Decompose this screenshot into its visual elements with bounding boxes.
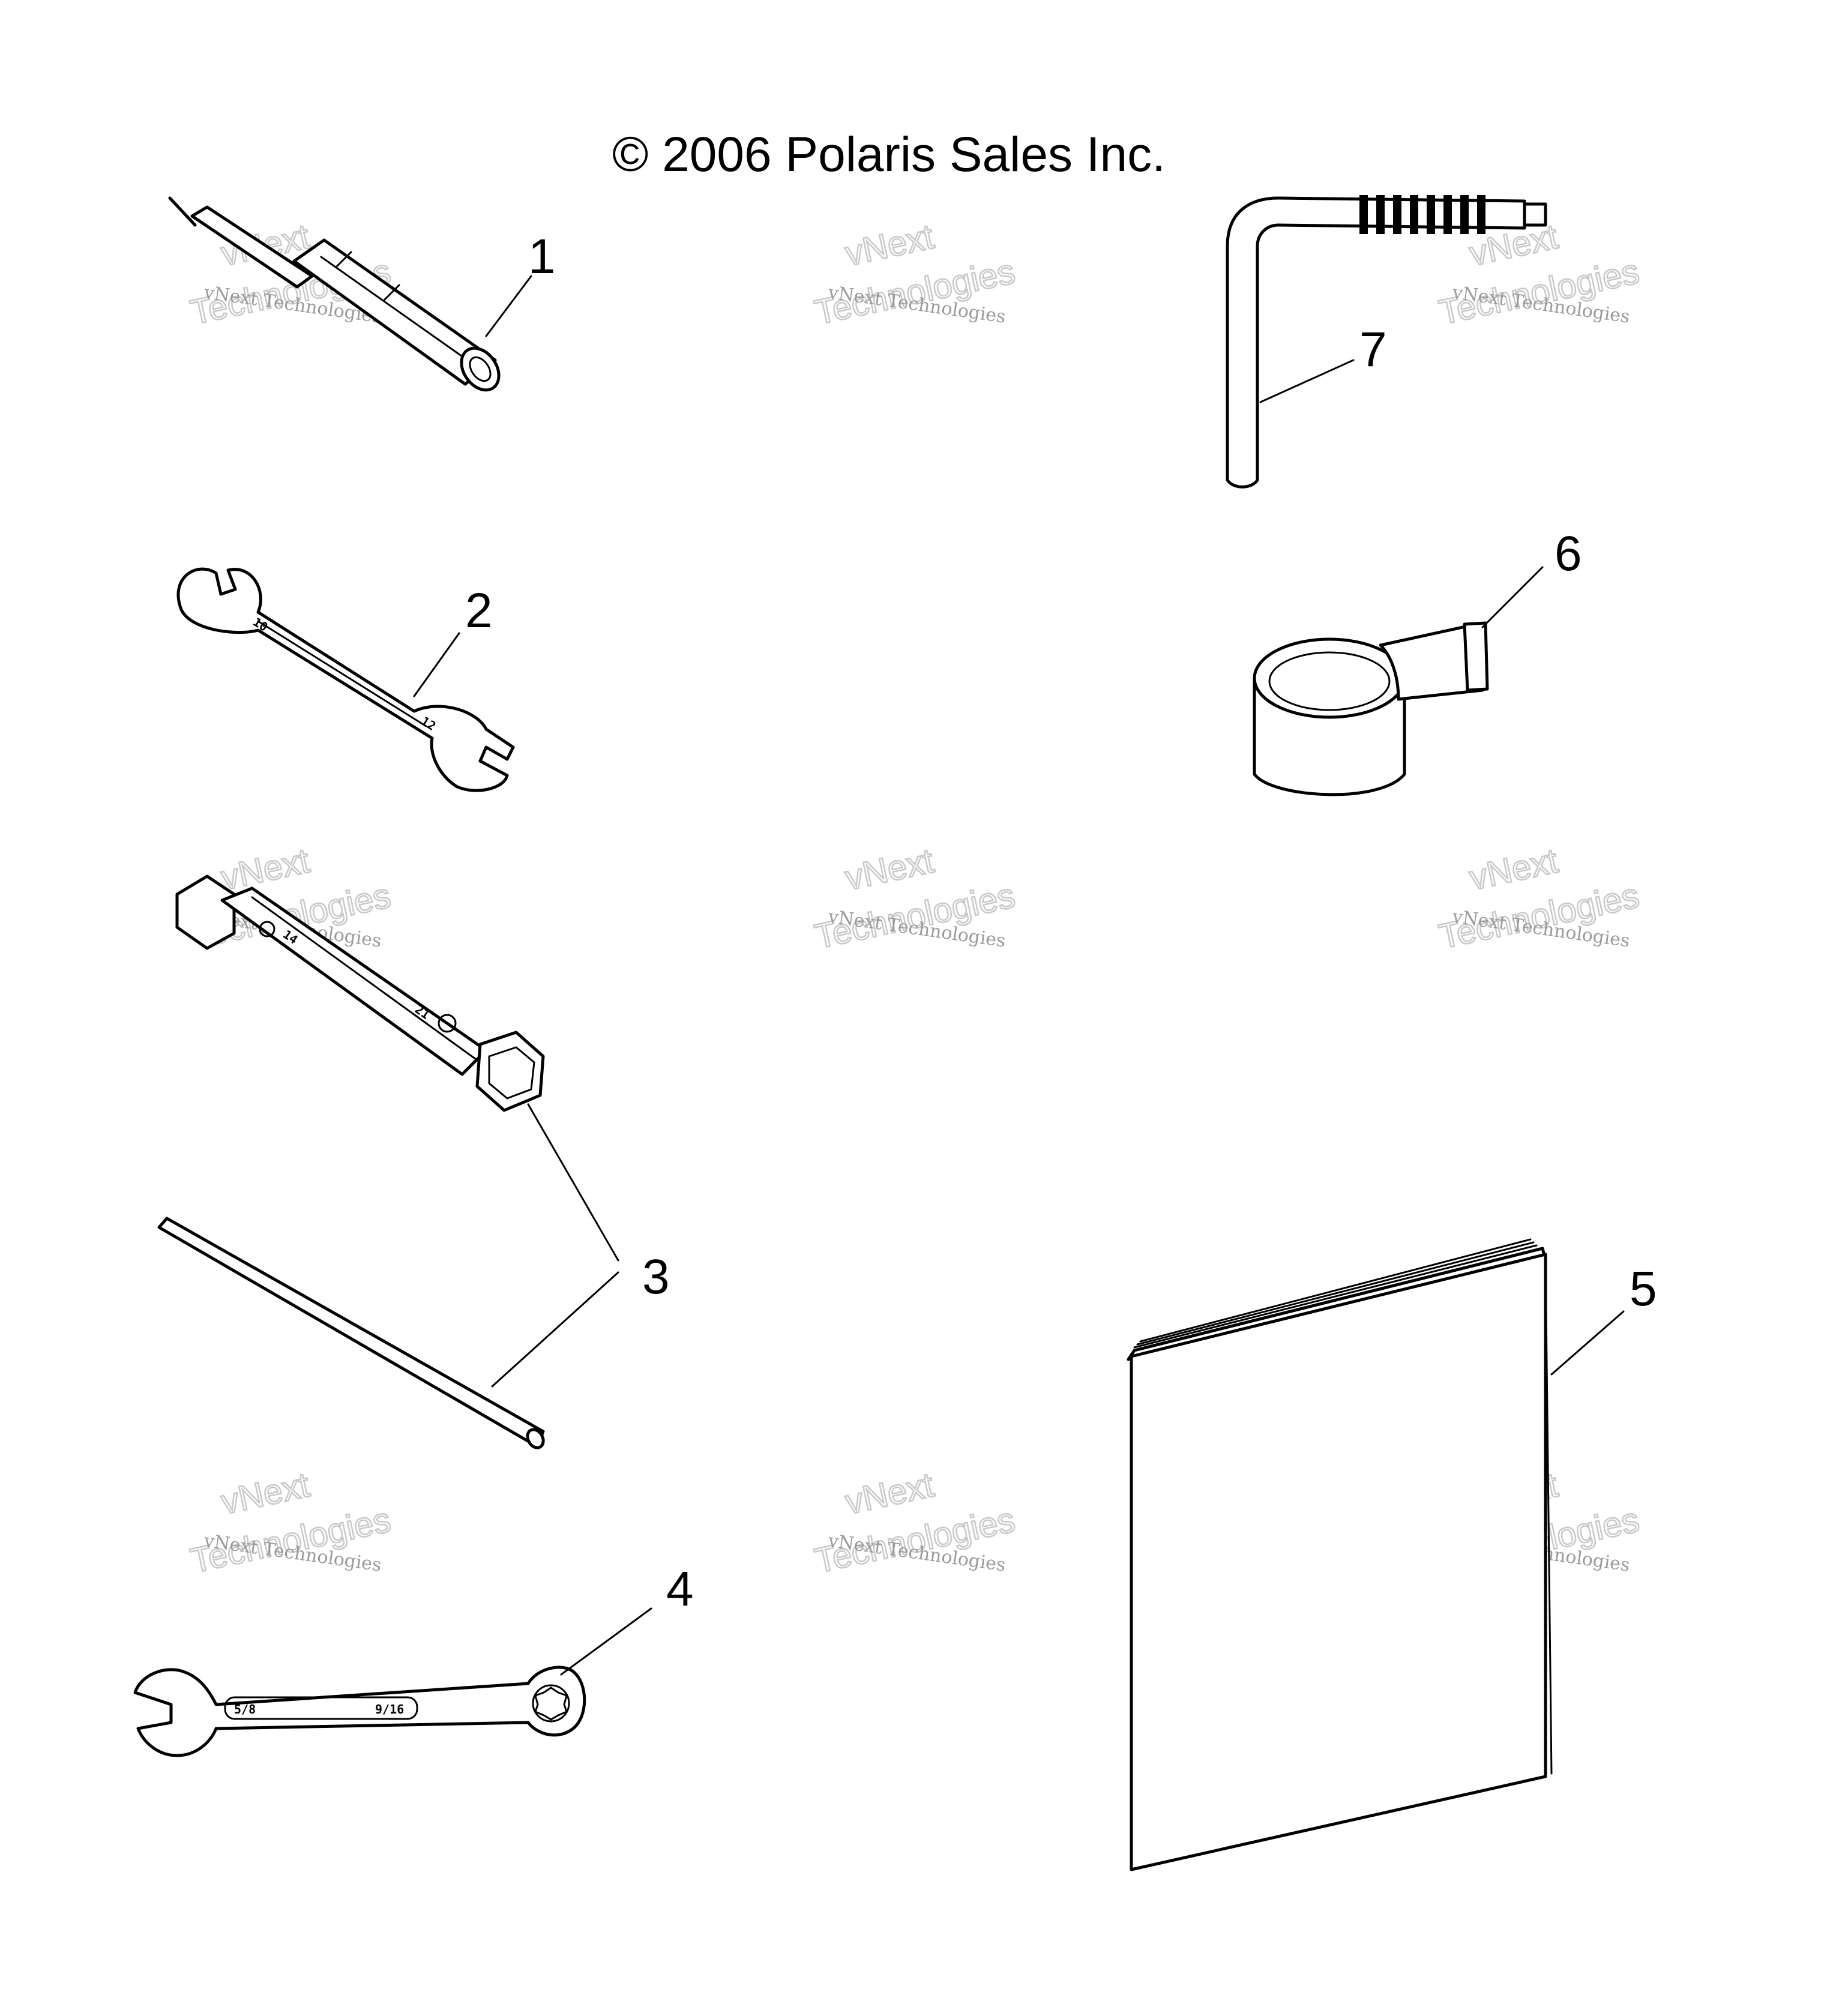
callout-1: 1 (528, 229, 556, 284)
watermark-word-top: vNext (218, 1465, 313, 1521)
callout-4: 4 (666, 1562, 694, 1616)
leader-1 (485, 275, 532, 337)
leader-4 (560, 1607, 652, 1676)
wrench-mark-right: 9/16 (375, 1702, 404, 1717)
combination-wrench-icon: 5/8 9/16 (133, 1665, 586, 1757)
copyright-text: © 2006 Polaris Sales Inc. (612, 127, 1166, 182)
callout-6: 6 (1555, 526, 1582, 581)
callout-7: 7 (1359, 322, 1387, 377)
screwdriver-icon (168, 196, 501, 392)
leader-3a (527, 1103, 619, 1262)
l-shaped-tool-icon (1226, 195, 1547, 489)
callout-5: 5 (1630, 1262, 1657, 1316)
watermark-word-top: vNext (842, 217, 938, 273)
grip-coils (1359, 195, 1485, 234)
leader-7 (1259, 359, 1355, 403)
watermark-word-top: vNext (1466, 841, 1562, 897)
wrench-mark-left: 5/8 (234, 1702, 256, 1717)
leader-2 (413, 632, 460, 697)
tape-roll-icon (1253, 621, 1489, 796)
callout-3: 3 (642, 1250, 670, 1304)
open-end-wrench-icon: 10 12 (176, 567, 515, 792)
watermark-word-top: vNext (842, 841, 938, 897)
leader-5 (1550, 1310, 1625, 1376)
watermark-word-top: vNext (218, 841, 313, 897)
owners-manual-icon (1127, 1238, 1553, 1871)
spark-plug-socket-wrench-icon: 14 21 (157, 874, 545, 1449)
watermark-word-top: vNext (842, 1465, 938, 1521)
leader-6 (1481, 566, 1544, 628)
leader-3b (491, 1271, 619, 1388)
callout-2: 2 (465, 583, 493, 638)
